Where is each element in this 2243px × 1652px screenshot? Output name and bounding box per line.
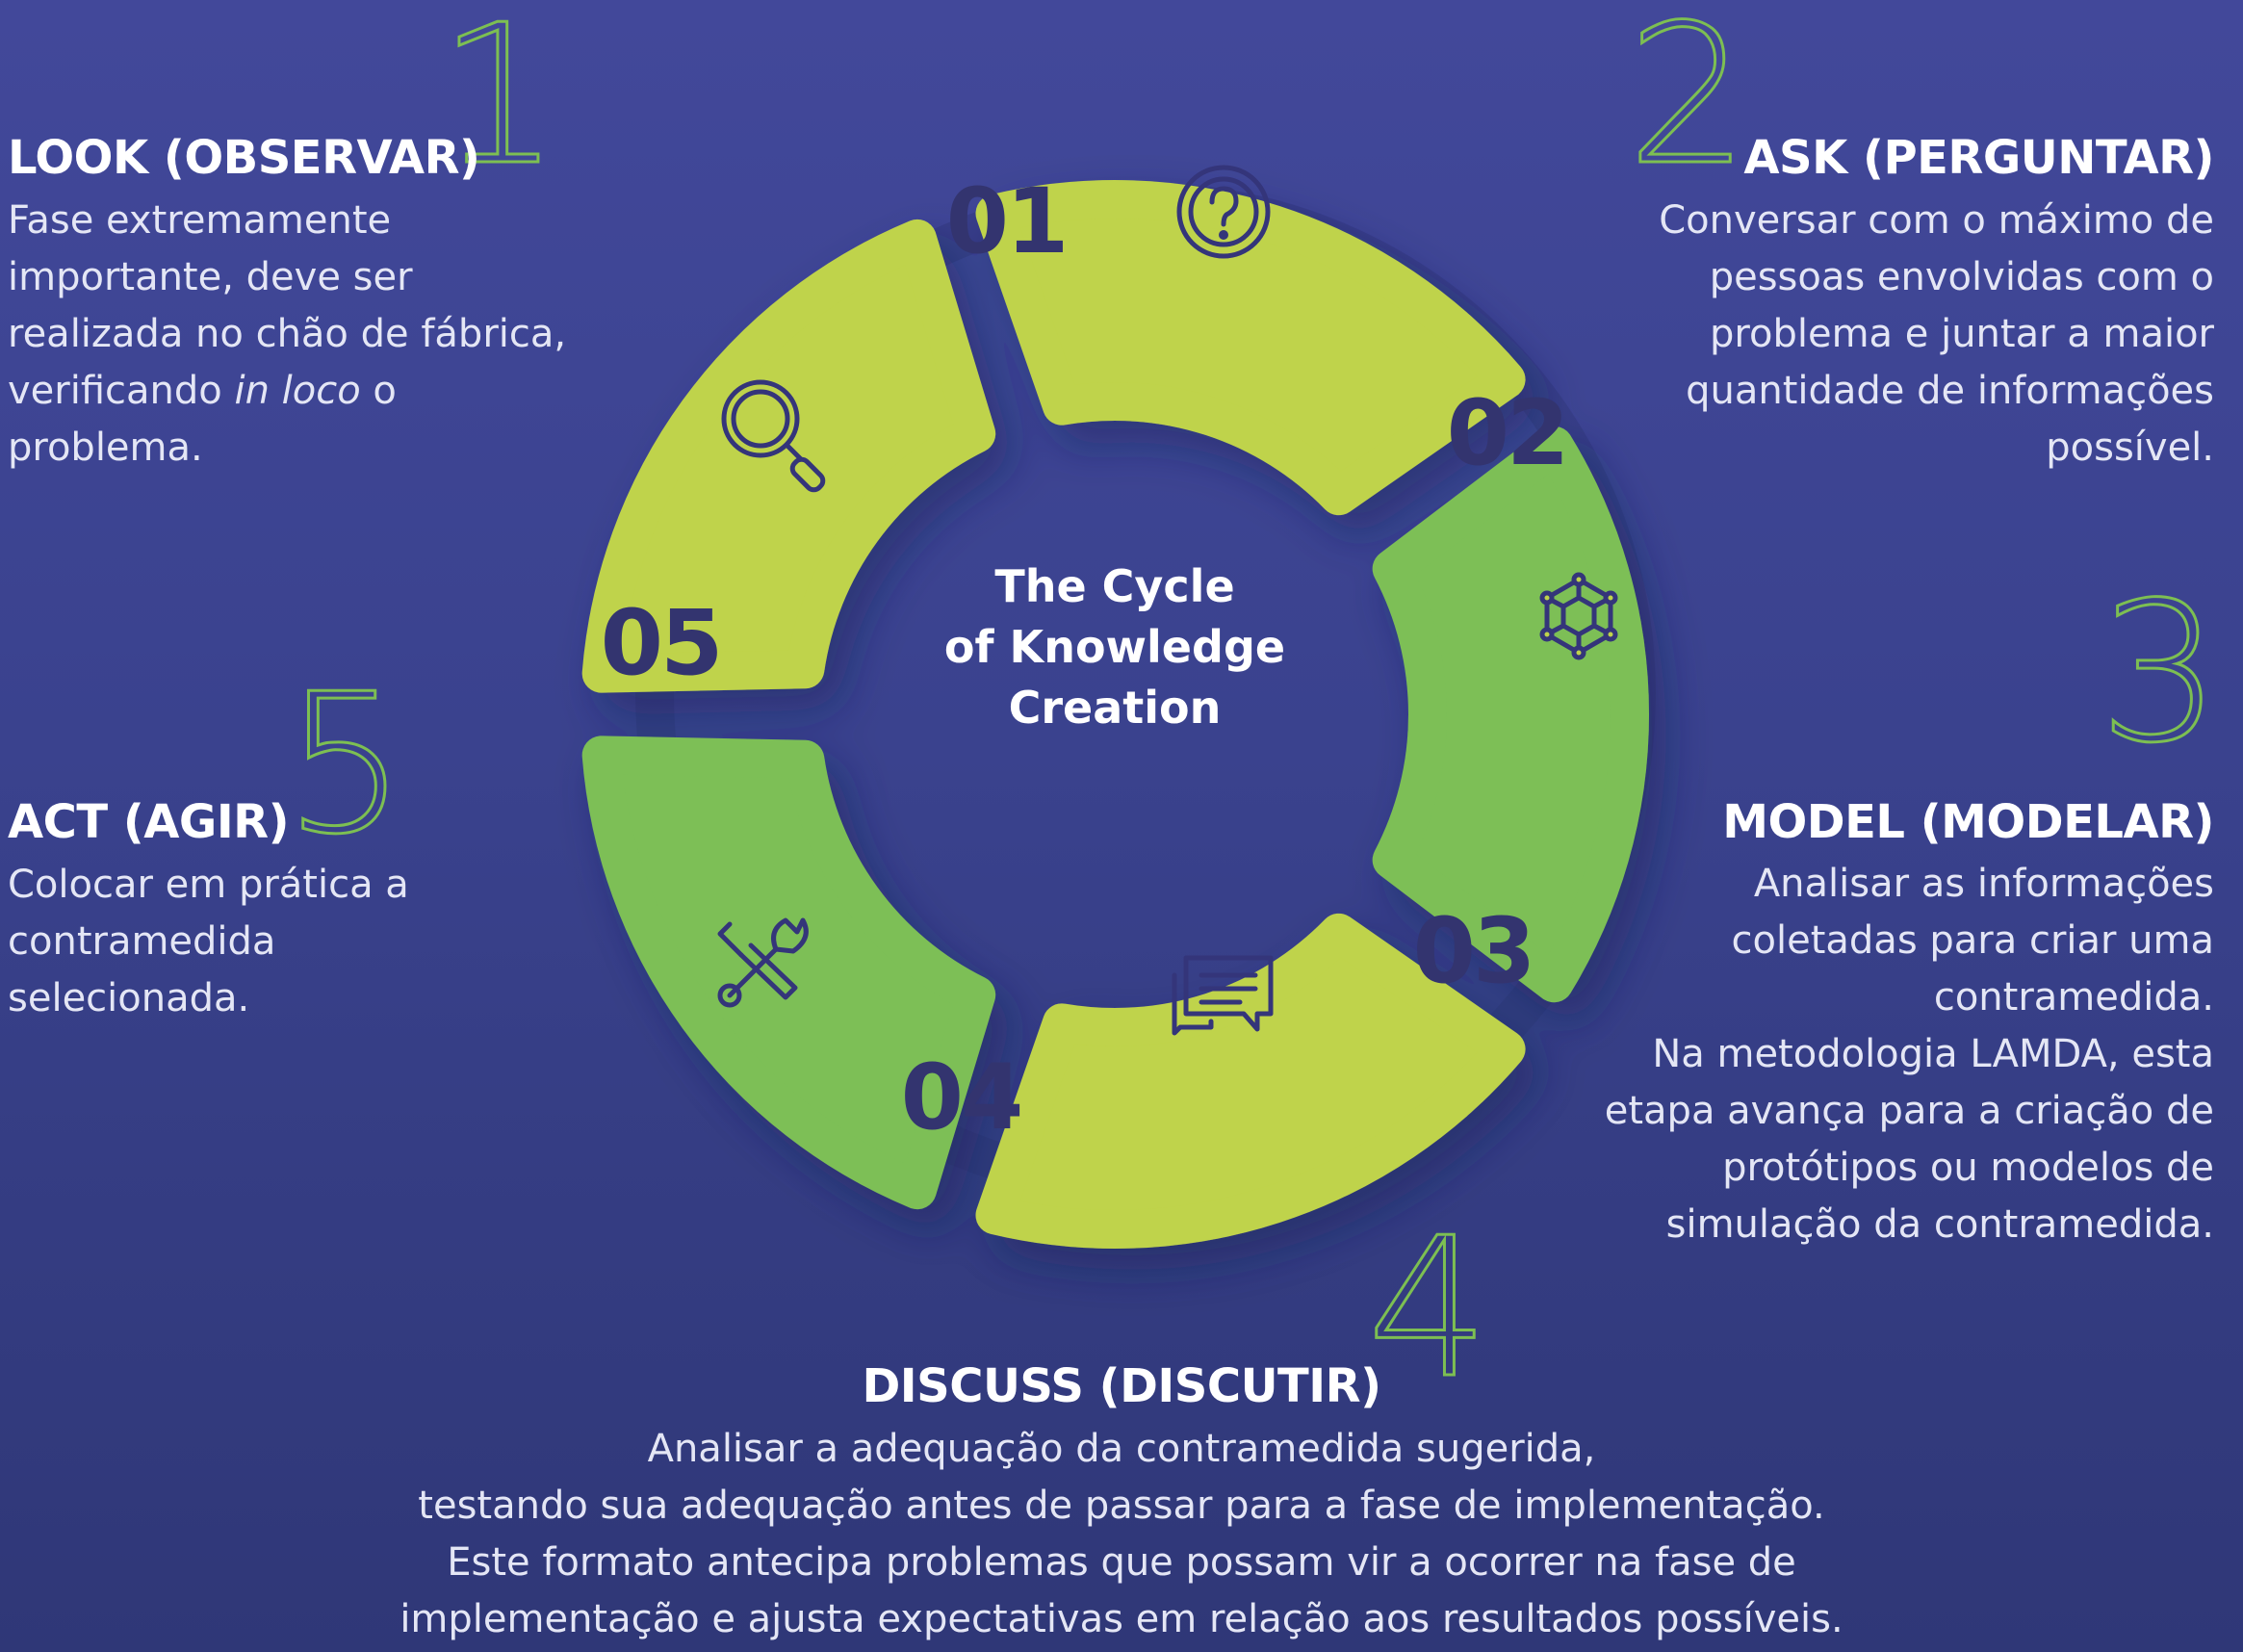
segment-02-number: 02 <box>1447 381 1567 486</box>
segment-05 <box>975 913 1526 1249</box>
step-4-heading: DISCUSS (DISCUTIR) <box>862 1359 1381 1413</box>
step-2-line: Conversar com o máximo de <box>1659 198 2214 243</box>
step-1-heading: LOOK (OBSERVAR) <box>8 131 480 185</box>
step-4-big-number: 4 <box>1365 1197 1490 1421</box>
step-2-line: pessoas envolvidas com o <box>1709 255 2214 299</box>
step-4-line: Analisar a adequação da contramedida sug… <box>647 1427 1596 1471</box>
step-4-line: Este formato antecipa problemas que poss… <box>447 1540 1796 1585</box>
step-5-big-number: 5 <box>282 653 407 877</box>
segment-01-number: 01 <box>946 169 1067 274</box>
step-3-line: coletadas para criar uma <box>1731 918 2214 963</box>
chat-bubbles-icon <box>1172 955 1274 1036</box>
segment-04-number: 04 <box>901 1045 1021 1150</box>
step-1-description: Fase extremamente importante, deve ser r… <box>8 193 566 477</box>
step-3-line: simulação da contramedida. <box>1665 1202 2214 1247</box>
step-1-big-number: 1 <box>436 0 561 208</box>
step-2-line: possível. <box>2046 426 2214 470</box>
segment-05-number: 05 <box>601 591 721 696</box>
cube-network-icon <box>1539 572 1618 660</box>
step-1-line-tail: o <box>360 369 397 413</box>
center-title-line-1: The Cycle <box>994 560 1234 612</box>
question-circle-icon <box>1176 165 1271 259</box>
in-loco-italic: in loco <box>234 369 361 413</box>
step-5-description: Colocar em prática a contramedida seleci… <box>8 857 409 1027</box>
step-3-line: contramedida. <box>1933 975 2214 1020</box>
step-3-heading: MODEL (MODELAR) <box>1722 795 2214 849</box>
step-4-description: Analisar a adequação da contramedida sug… <box>0 1421 2243 1648</box>
step-2-big-number: 2 <box>1625 0 1750 208</box>
segment-02 <box>581 219 996 693</box>
step-5-line: selecionada. <box>8 976 250 1020</box>
step-1-line: Fase extremamente <box>8 198 392 243</box>
step-1-line: problema. <box>8 426 203 470</box>
step-3-line: Na metodologia LAMDA, esta <box>1652 1032 2214 1076</box>
center-title-line-2: of Knowledge <box>944 621 1285 673</box>
step-5-line: contramedida <box>8 919 276 964</box>
center-title-line-3: Creation <box>1009 682 1222 734</box>
step-2-heading: ASK (PERGUNTAR) <box>1743 131 2214 185</box>
step-3-line: etapa avança para a criação de <box>1604 1089 2214 1133</box>
step-1-line-text: verificando <box>8 369 235 413</box>
step-2-description: Conversar com o máximo de pessoas envolv… <box>1659 193 2214 477</box>
step-3-description: Analisar as informações coletadas para c… <box>1605 856 2214 1253</box>
segment-04 <box>1372 426 1649 1003</box>
step-1-line: realizada no chão de fábrica, <box>8 312 567 356</box>
wrench-screwdriver-icon <box>717 917 809 1008</box>
segment-03 <box>975 180 1526 516</box>
step-5-heading: ACT (AGIR) <box>8 795 290 849</box>
step-1-line: verificando in loco o <box>8 363 566 420</box>
step-4-line: testando sua adequação antes de passar p… <box>418 1484 1825 1528</box>
step-3-line: protótipos ou modelos de <box>1722 1146 2214 1190</box>
step-3-line: Analisar as informações <box>1753 862 2214 906</box>
segment-01 <box>581 736 996 1210</box>
step-2-line: quantidade de informações <box>1686 369 2214 413</box>
segment-03-number: 03 <box>1413 899 1534 1004</box>
step-2-line: problema e juntar a maior <box>1710 312 2214 356</box>
magnifier-icon <box>721 379 826 493</box>
step-4-line: implementação e ajusta expectativas em r… <box>400 1597 1843 1641</box>
step-3-big-number: 3 <box>2097 561 2222 786</box>
step-5-line: Colocar em prática a <box>8 863 409 907</box>
step-1-line: importante, deve ser <box>8 255 413 299</box>
